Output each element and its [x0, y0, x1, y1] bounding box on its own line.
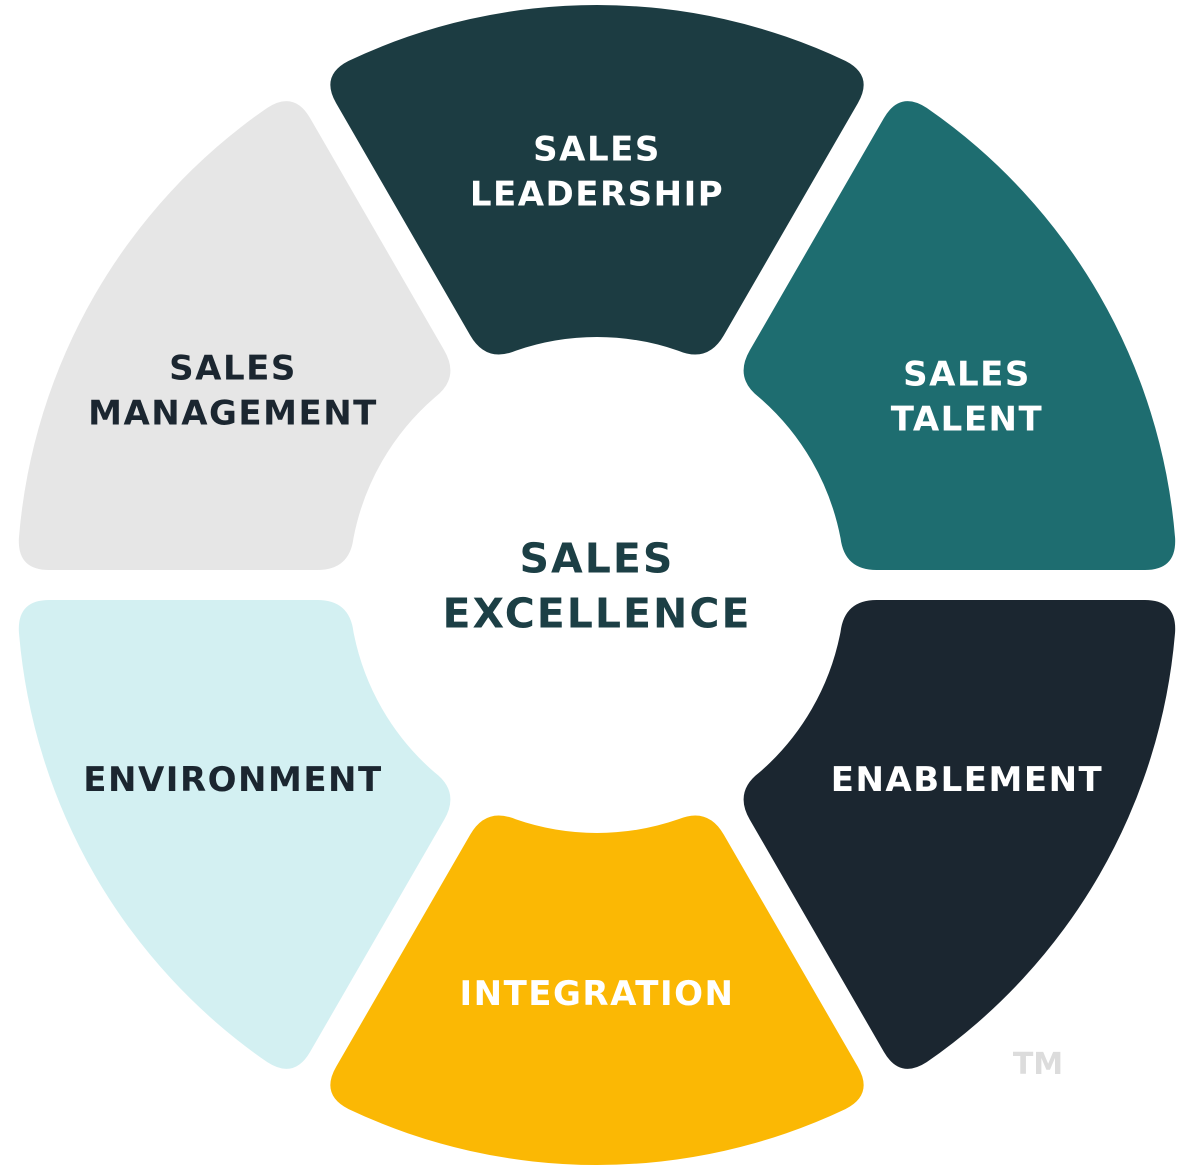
segment-enablement: [743, 600, 1176, 1069]
label-line: LEADERSHIP: [470, 175, 724, 215]
segment-integration: [330, 815, 864, 1165]
label-line: SALES: [169, 349, 297, 389]
segment-label-enablement: ENABLEMENT: [831, 760, 1104, 800]
label-line: MANAGEMENT: [88, 394, 378, 434]
label-line: SALES: [533, 130, 661, 170]
label-line: SALES: [903, 355, 1031, 395]
trademark-mark: TM: [1013, 1047, 1063, 1082]
segment-sales-management: [18, 101, 451, 570]
segment-label-sales-management: SALES MANAGEMENT: [88, 349, 378, 434]
segment-environment: [18, 600, 451, 1069]
segment-sales-talent: [743, 101, 1176, 570]
segment-label-sales-leadership: SALES LEADERSHIP: [470, 130, 724, 215]
segment-label-environment: ENVIRONMENT: [83, 760, 382, 800]
label-line: EXCELLENCE: [443, 590, 752, 638]
segment-sales-leadership: [330, 5, 864, 355]
label-line: INTEGRATION: [460, 974, 735, 1014]
segment-label-integration: INTEGRATION: [460, 974, 735, 1014]
segment-label-sales-talent: SALES TALENT: [891, 355, 1043, 440]
label-line: TALENT: [891, 400, 1043, 440]
center-label-sales-excellence: SALES EXCELLENCE: [443, 535, 752, 638]
label-line: ENABLEMENT: [831, 760, 1104, 800]
label-line: SALES: [520, 535, 675, 583]
label-line: ENVIRONMENT: [83, 760, 382, 800]
